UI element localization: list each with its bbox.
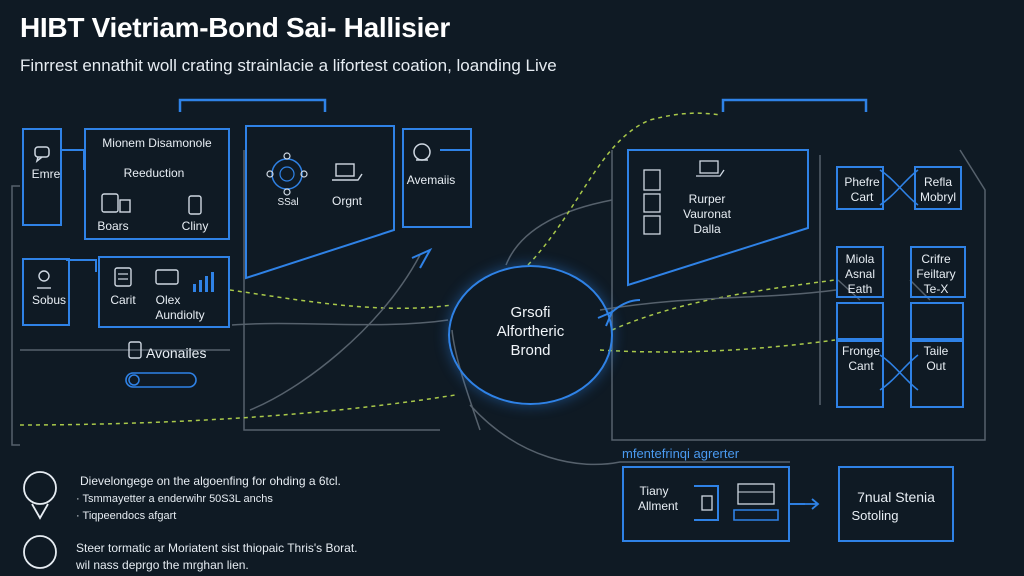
center-node-label: Grsofi Alfortheric Brond [450,303,611,360]
label-taile: Taile [923,344,949,358]
label-phefre: Phefre [844,175,880,189]
label-teax: Te-X [923,282,949,296]
label-carit: Carit [110,293,136,307]
box-refla[interactable] [914,166,962,210]
search-hand-icon [413,143,431,161]
calculator-icon [114,267,132,287]
bracket-left [178,98,327,112]
note-1-line-2: · Tsmmayetter a enderwihr 50S3L anchs [76,493,273,505]
arrow-head-1 [411,247,433,269]
chart-device-icon [101,193,131,213]
box-taile[interactable] [910,302,964,342]
center-line-2: Alfortheric [496,323,565,340]
note-1-line-1: Dievelongege on the algoenfing for ohdin… [80,474,341,488]
box-tiany[interactable] [622,466,790,542]
page-title: HIBT Vietriam-Bond Sai- Hallisier [20,12,450,43]
outer-frame-left [11,185,20,446]
bottom-right-heading: mfentefrinqi agrerter [622,446,740,461]
lightbulb-icon-2 [23,535,57,569]
label-eath: Eath [847,282,873,296]
bar-chart-icon [193,272,214,292]
label-feiltary: Feiltary [916,267,956,281]
card-icon [155,269,179,285]
label-cart-top: Cart [850,190,874,204]
label-boars: Boars [97,219,129,233]
label-emre: Emre [31,167,61,181]
label-asnal: Asnal [844,267,876,281]
label-aundiolty: Aundiolty [155,308,205,322]
label-crifre: Crifre [921,252,951,266]
box-crifre[interactable] [910,246,966,298]
lightbulb-icon [23,471,57,520]
dashed-flow-3 [527,112,721,266]
label-avonailes: Avonailes [146,345,207,361]
box-mionem[interactable] [84,128,230,240]
gray-link-1 [505,199,613,266]
person-gear-icon [37,270,51,289]
box-nual[interactable] [838,466,954,542]
box-phefre[interactable] [836,166,884,210]
phone-icon [188,195,202,215]
box-taile-lower[interactable] [910,338,964,408]
hand-card-icon [696,160,725,177]
label-avemaiis: Avemaiis [406,173,456,187]
box-miola[interactable] [836,246,884,298]
label-fronge: Fronge [841,344,881,358]
box-fronge[interactable] [836,302,884,342]
bracket-right [721,98,868,112]
label-olex: Olex [155,293,181,307]
dashed-flow-2 [229,289,453,309]
label-reeduction: Reeduction [123,166,185,180]
dashed-flow-1 [19,394,456,426]
outer-frame-mid [243,150,440,431]
label-rurper: Rurper [688,192,726,206]
note-1-line-3: · Tiqpeendocs afgart [76,510,177,522]
user-doc-icon [128,341,142,359]
label-dalla: Dalla [693,222,721,236]
note-2-line-2: wil nass deprgo the mrghan lien. [76,558,249,572]
page-subtitle: Finrrest ennathit woll crating strainlac… [20,56,557,75]
panel-center-right [627,149,809,287]
chat-icon [34,146,50,163]
label-refla: Refla [923,175,952,189]
note-2-line-1: Steer tormatic ar Moriatent sist thiopai… [76,541,358,555]
label-sobus: Sobus [31,293,67,307]
label-allment: Allment [637,499,678,513]
dashed-flow-4 [611,279,836,331]
center-line-3: Brond [510,342,551,359]
box-emre[interactable] [22,128,62,226]
label-mionem: Mionem Disamonole [102,136,212,150]
box-sobus[interactable] [22,258,70,326]
hand-device-icon [332,163,363,181]
label-orgnt: Orgnt [331,194,362,208]
notch-sobus [66,259,97,272]
bottom-right-line [469,404,790,466]
gray-flow-3 [599,289,837,311]
panel-center-left [245,125,395,280]
tablet-icon [643,169,661,235]
label-cliny: Cliny [181,219,209,233]
label-cant: Cant [848,359,874,373]
network-globe-icon [266,152,308,196]
box-carit[interactable] [98,256,230,328]
label-mobryl: Mobryl [919,190,956,204]
label-tiany: Tiany [639,484,669,498]
label-nual-2: Sotoling [851,508,899,523]
gray-flow-1 [249,254,421,411]
center-line-1: Grsofi [510,304,551,321]
label-vauronat: Vauronat [683,207,731,221]
label-miola: Miola [845,252,875,266]
arrow-line-2 [611,299,641,313]
box-avemaiis[interactable] [402,128,472,228]
dashed-flow-5 [599,339,836,353]
process-device-icon [694,483,779,521]
label-nual-1: 7nual Stenia [857,489,935,505]
center-node[interactable]: Grsofi Alfortheric Brond [448,265,613,405]
gray-flow-2 [231,319,449,326]
label-ssal: SSal [277,197,299,208]
label-out: Out [926,359,946,373]
box-fronge-lower[interactable] [836,338,884,408]
toggle-pill-icon [125,372,197,388]
